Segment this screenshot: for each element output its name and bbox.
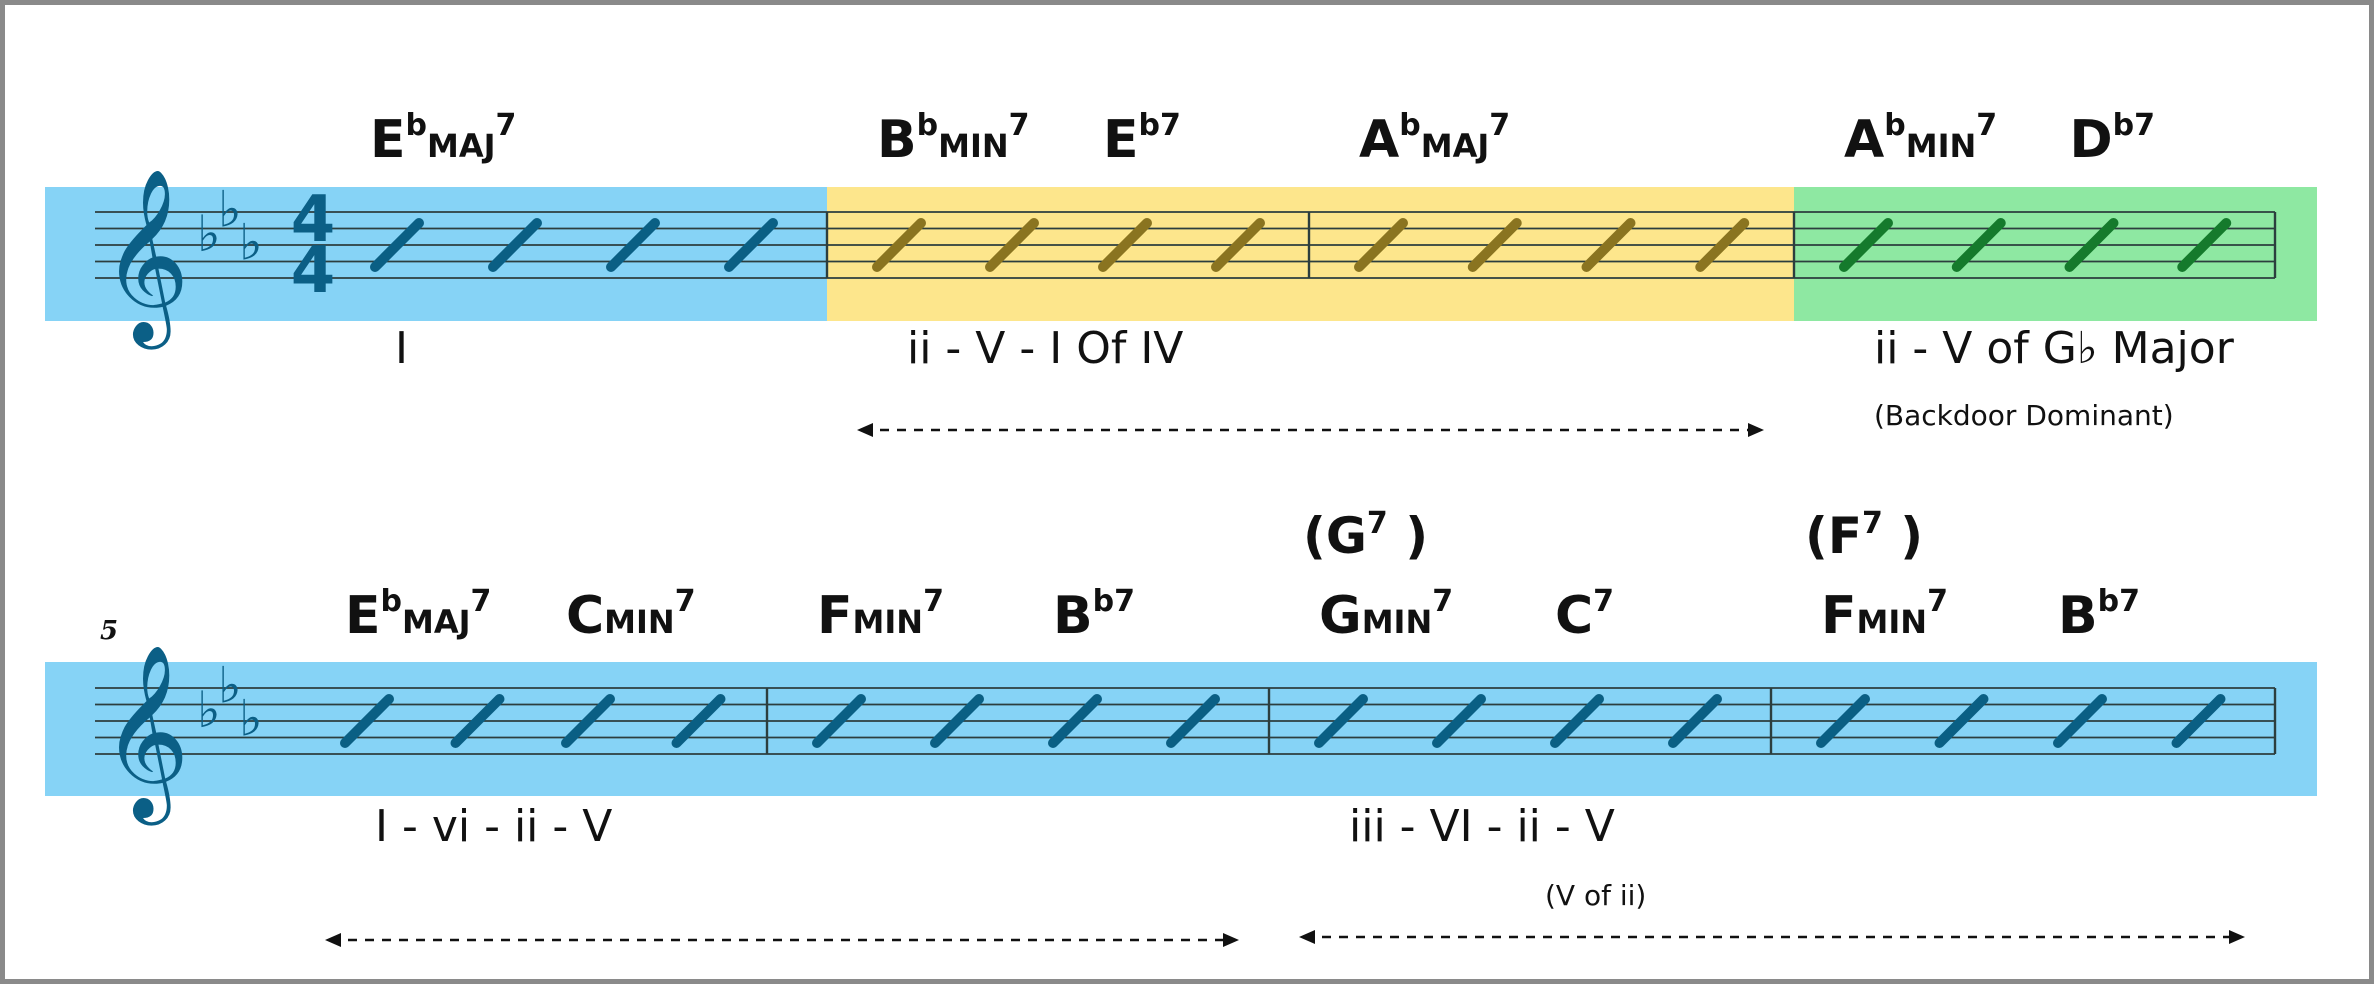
rhythm-slash [1432, 694, 1486, 748]
chord-symbol: Eb7 [1103, 108, 1181, 170]
rhythm-slash [2053, 694, 2107, 748]
flat-icon: ♭ [197, 205, 221, 263]
measure-number: 5 [100, 616, 118, 646]
arrowhead-right-icon [1748, 423, 1764, 437]
rhythm-slash [1166, 694, 1220, 748]
roman-numeral-analysis: ii - V - I Of IV [907, 323, 1183, 374]
chord-symbol: Db7 [2070, 108, 2156, 170]
rhythm-slash [1581, 218, 1636, 272]
analysis-note: (Backdoor Dominant) [1874, 399, 2174, 432]
chord-symbol: Bb7 [2058, 584, 2140, 646]
treble-clef-icon: 𝄞 [101, 168, 190, 350]
rhythm-slash [1098, 218, 1152, 272]
arrowhead-right-icon [2229, 930, 2245, 944]
rhythm-slash [1354, 218, 1408, 272]
rhythm-slash [1467, 218, 1522, 272]
chord-symbol: CMIN7 [566, 584, 696, 646]
chord-symbol: AbMIN7 [1844, 108, 1997, 170]
rhythm-slash [2064, 218, 2119, 272]
rhythm-slash [488, 218, 542, 272]
arrowhead-left-icon [857, 423, 873, 437]
rhythm-slash [1816, 694, 1870, 748]
analysis-note: (V of ii) [1545, 879, 1646, 912]
arrowhead-right-icon [1223, 933, 1239, 947]
flat-icon: ♭ [239, 213, 263, 271]
rhythm-slash [370, 218, 424, 272]
dashed-arrow [857, 423, 1764, 437]
rhythm-slash [724, 218, 778, 272]
arrowhead-left-icon [1299, 930, 1315, 944]
rhythm-slash [812, 694, 866, 748]
chord-symbol: GMIN7 [1319, 584, 1453, 646]
rhythm-slash [1211, 218, 1265, 272]
chord-symbol: FMIN7 [817, 584, 944, 646]
flat-icon: ♭ [197, 681, 221, 739]
chord-symbol: EbMAJ7 [370, 108, 516, 170]
rhythm-slash [2171, 694, 2226, 748]
roman-numeral-analysis: I - vi - ii - V [375, 801, 612, 852]
rhythm-slash [1951, 218, 2006, 272]
rhythm-slash [1695, 218, 1750, 272]
dashed-arrow [1299, 930, 2245, 944]
rhythm-slash [1934, 694, 1989, 748]
flat-icon: ♭ [218, 180, 242, 238]
chord-symbol: FMIN7 [1821, 584, 1948, 646]
region-blue [45, 187, 827, 321]
chord-symbol: AbMAJ7 [1359, 108, 1510, 170]
rhythm-slash [561, 694, 615, 748]
time-signature-top: 4 [291, 183, 336, 257]
substitution-chord: (F7 ) [1805, 506, 1923, 565]
time-signature-bottom: 4 [291, 234, 336, 308]
chord-symbol: C7 [1555, 584, 1614, 646]
flat-icon: ♭ [239, 689, 263, 747]
arrowhead-left-icon [325, 933, 341, 947]
region-yellow [827, 187, 1794, 321]
rhythm-slash [671, 694, 726, 748]
rhythm-slash [1550, 694, 1604, 748]
chord-symbol: BbMIN7 [877, 108, 1030, 170]
rhythm-slash [2177, 218, 2232, 272]
roman-numeral-analysis: I [395, 323, 408, 374]
roman-numeral-analysis: iii - VI - ii - V [1349, 801, 1615, 852]
rhythm-slash [930, 694, 984, 748]
roman-numeral-analysis: ii - V of G♭ Major [1874, 323, 2235, 374]
rhythm-slash [606, 218, 660, 272]
rhythm-slash [450, 694, 505, 748]
rhythm-slash [985, 218, 1039, 272]
substitution-chord: (G7 ) [1303, 506, 1428, 565]
rhythm-slash [872, 218, 926, 272]
rhythm-slash [340, 694, 394, 748]
treble-clef-icon: 𝄞 [101, 644, 190, 826]
region-green [1794, 187, 2317, 321]
rhythm-slash [1668, 694, 1722, 748]
rhythm-slash [1048, 694, 1102, 748]
rhythm-slash [1839, 218, 1893, 272]
dashed-arrow [325, 933, 1239, 947]
rhythm-slash [1314, 694, 1368, 748]
chord-symbol: Bb7 [1053, 584, 1135, 646]
chord-symbol: EbMAJ7 [345, 584, 491, 646]
flat-icon: ♭ [218, 656, 242, 714]
